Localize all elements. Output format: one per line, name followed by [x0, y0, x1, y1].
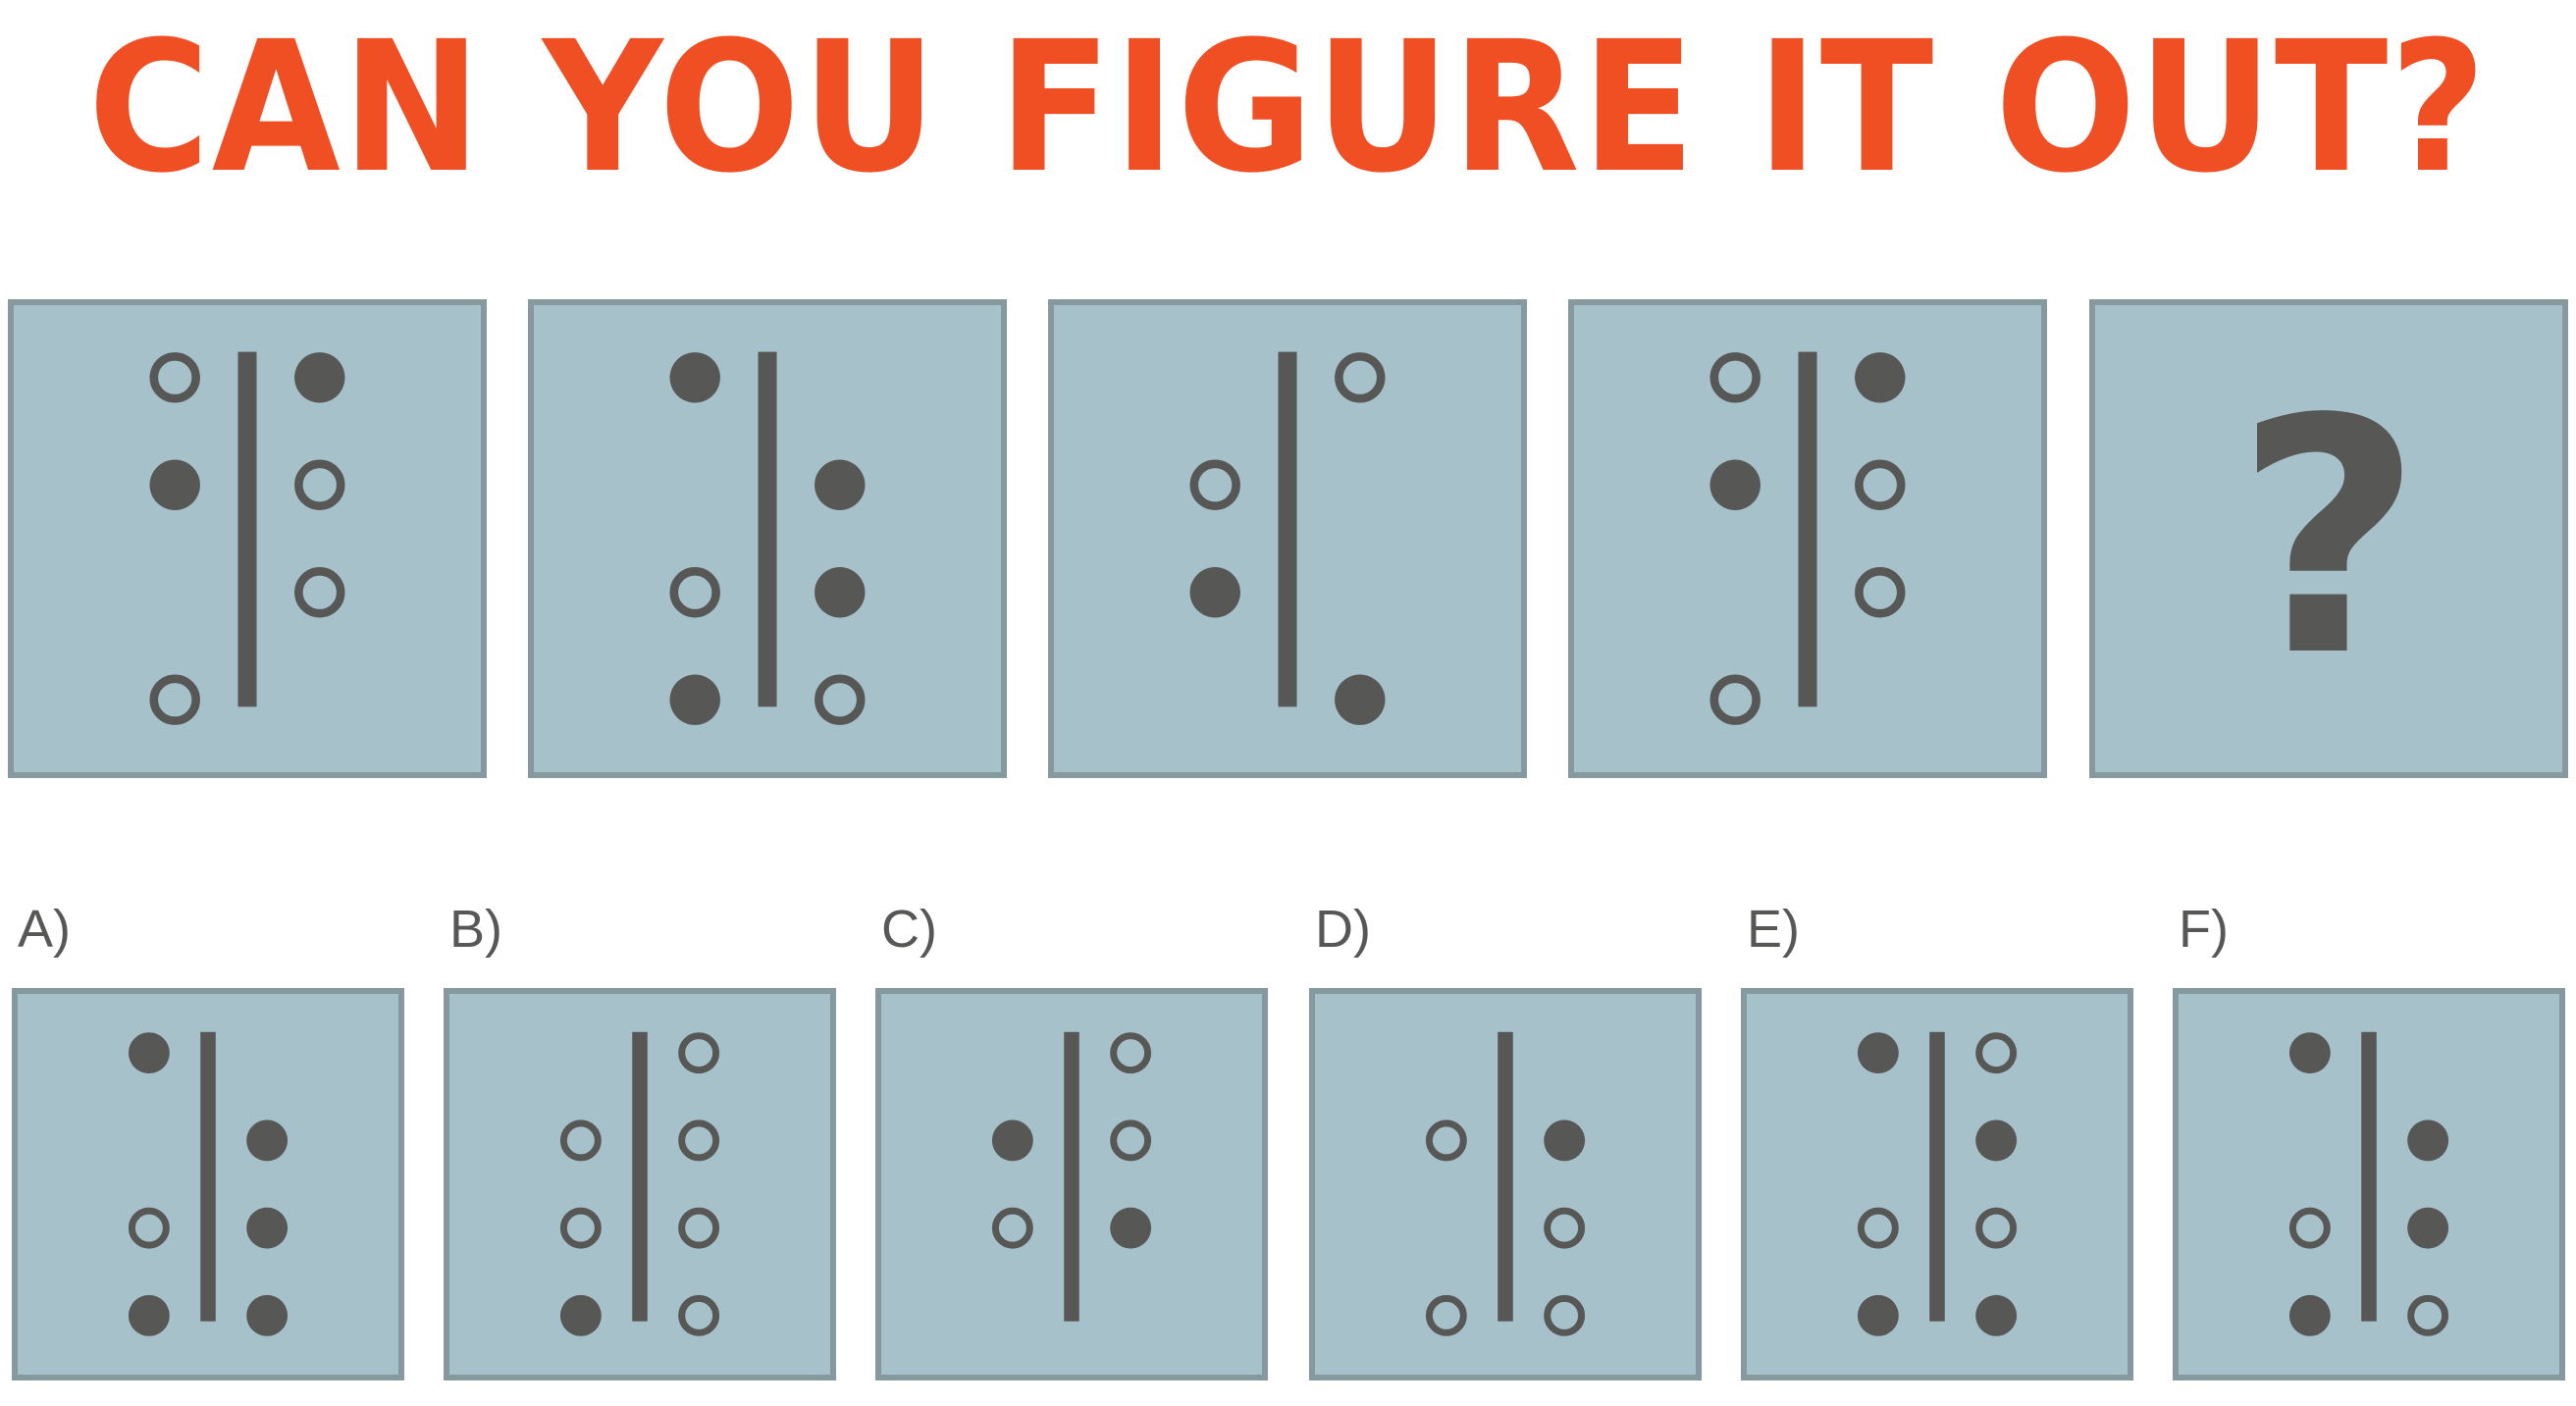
- hollow-dot-icon: [1975, 1207, 2018, 1249]
- solid-dot-icon: [669, 674, 720, 725]
- sequence-panel-1: [8, 299, 487, 778]
- figure-graphic: [1857, 1031, 2018, 1336]
- hollow-dot-icon: [149, 352, 200, 403]
- solid-dot-icon: [1855, 352, 1906, 403]
- hollow-dot-icon: [1544, 1207, 1586, 1249]
- solid-dot-icon: [1110, 1207, 1152, 1249]
- hollow-dot-icon: [1110, 1032, 1152, 1074]
- solid-dot-icon: [1335, 674, 1386, 725]
- figure-graphic: [1189, 351, 1386, 725]
- option-panel-f[interactable]: [2173, 988, 2565, 1380]
- figure-graphic: [1425, 1031, 1586, 1336]
- option-label-b: B): [449, 900, 502, 959]
- solid-dot-icon: [128, 1294, 170, 1336]
- option-label-d: D): [1315, 900, 1371, 959]
- option-label-f: F): [2179, 900, 2229, 959]
- option-panel-b[interactable]: [444, 988, 836, 1380]
- hollow-dot-icon: [128, 1207, 170, 1249]
- hollow-dot-icon: [1110, 1120, 1152, 1162]
- solid-dot-icon: [1709, 459, 1761, 510]
- solid-dot-icon: [246, 1207, 289, 1249]
- unknown-panel: ?: [2089, 299, 2568, 778]
- hollow-dot-icon: [1335, 352, 1386, 403]
- hollow-dot-icon: [559, 1120, 602, 1162]
- hollow-dot-icon: [991, 1207, 1033, 1249]
- option-label-a: A): [18, 900, 71, 959]
- question-mark-icon: ?: [2234, 350, 2423, 727]
- figure-graphic: [128, 1031, 289, 1336]
- center-divider-line: [1278, 351, 1297, 707]
- hollow-dot-icon: [294, 459, 345, 510]
- hollow-dot-icon: [2407, 1294, 2449, 1336]
- solid-dot-icon: [559, 1294, 602, 1336]
- hollow-dot-icon: [1709, 674, 1761, 725]
- hollow-dot-icon: [149, 674, 200, 725]
- hollow-dot-icon: [1855, 567, 1906, 618]
- option-label-c: C): [881, 900, 937, 959]
- hollow-dot-icon: [815, 674, 866, 725]
- option-panel-d[interactable]: [1309, 988, 1702, 1380]
- solid-dot-icon: [2288, 1294, 2331, 1336]
- hollow-dot-icon: [669, 567, 720, 618]
- hollow-dot-icon: [1855, 459, 1906, 510]
- hollow-dot-icon: [1544, 1294, 1586, 1336]
- puzzle-title: CAN YOU FIGURE IT OUT?: [87, 3, 2489, 213]
- solid-dot-icon: [1189, 567, 1240, 618]
- solid-dot-icon: [1857, 1294, 1899, 1336]
- hollow-dot-icon: [1709, 352, 1761, 403]
- figure-graphic: [559, 1031, 720, 1336]
- solid-dot-icon: [815, 567, 866, 618]
- solid-dot-icon: [815, 459, 866, 510]
- hollow-dot-icon: [678, 1207, 720, 1249]
- sequence-panel-4: [1568, 299, 2047, 778]
- solid-dot-icon: [2288, 1032, 2331, 1074]
- center-divider-line: [1064, 1031, 1079, 1322]
- solid-dot-icon: [2407, 1120, 2449, 1162]
- hollow-dot-icon: [2288, 1207, 2331, 1249]
- hollow-dot-icon: [1975, 1032, 2018, 1074]
- solid-dot-icon: [1857, 1032, 1899, 1074]
- hollow-dot-icon: [1425, 1294, 1467, 1336]
- center-divider-line: [758, 351, 777, 707]
- option-panel-c[interactable]: [875, 988, 1268, 1380]
- hollow-dot-icon: [1425, 1120, 1467, 1162]
- option-panel-e[interactable]: [1741, 988, 2133, 1380]
- figure-graphic: [669, 351, 866, 725]
- center-divider-line: [200, 1031, 216, 1322]
- solid-dot-icon: [246, 1120, 289, 1162]
- solid-dot-icon: [294, 352, 345, 403]
- solid-dot-icon: [991, 1120, 1033, 1162]
- solid-dot-icon: [246, 1294, 289, 1336]
- hollow-dot-icon: [678, 1032, 720, 1074]
- figure-graphic: [149, 351, 345, 725]
- figure-graphic: [2288, 1031, 2449, 1336]
- hollow-dot-icon: [1189, 459, 1240, 510]
- hollow-dot-icon: [294, 567, 345, 618]
- center-divider-line: [1498, 1031, 1513, 1322]
- solid-dot-icon: [1975, 1120, 2018, 1162]
- solid-dot-icon: [128, 1032, 170, 1074]
- center-divider-line: [2361, 1031, 2377, 1322]
- center-divider-line: [1929, 1031, 1945, 1322]
- solid-dot-icon: [1975, 1294, 2018, 1336]
- center-divider-line: [1798, 351, 1817, 707]
- figure-graphic: [1709, 351, 1906, 725]
- option-panel-a[interactable]: [12, 988, 404, 1380]
- solid-dot-icon: [669, 352, 720, 403]
- solid-dot-icon: [149, 459, 200, 510]
- figure-graphic: [991, 1031, 1152, 1322]
- sequence-panel-2: [528, 299, 1007, 778]
- hollow-dot-icon: [559, 1207, 602, 1249]
- hollow-dot-icon: [678, 1294, 720, 1336]
- center-divider-line: [632, 1031, 648, 1322]
- hollow-dot-icon: [1857, 1207, 1899, 1249]
- hollow-dot-icon: [678, 1120, 720, 1162]
- center-divider-line: [237, 351, 257, 707]
- option-label-e: E): [1747, 900, 1800, 959]
- sequence-panel-3: [1048, 299, 1527, 778]
- solid-dot-icon: [2407, 1207, 2449, 1249]
- solid-dot-icon: [1544, 1120, 1586, 1162]
